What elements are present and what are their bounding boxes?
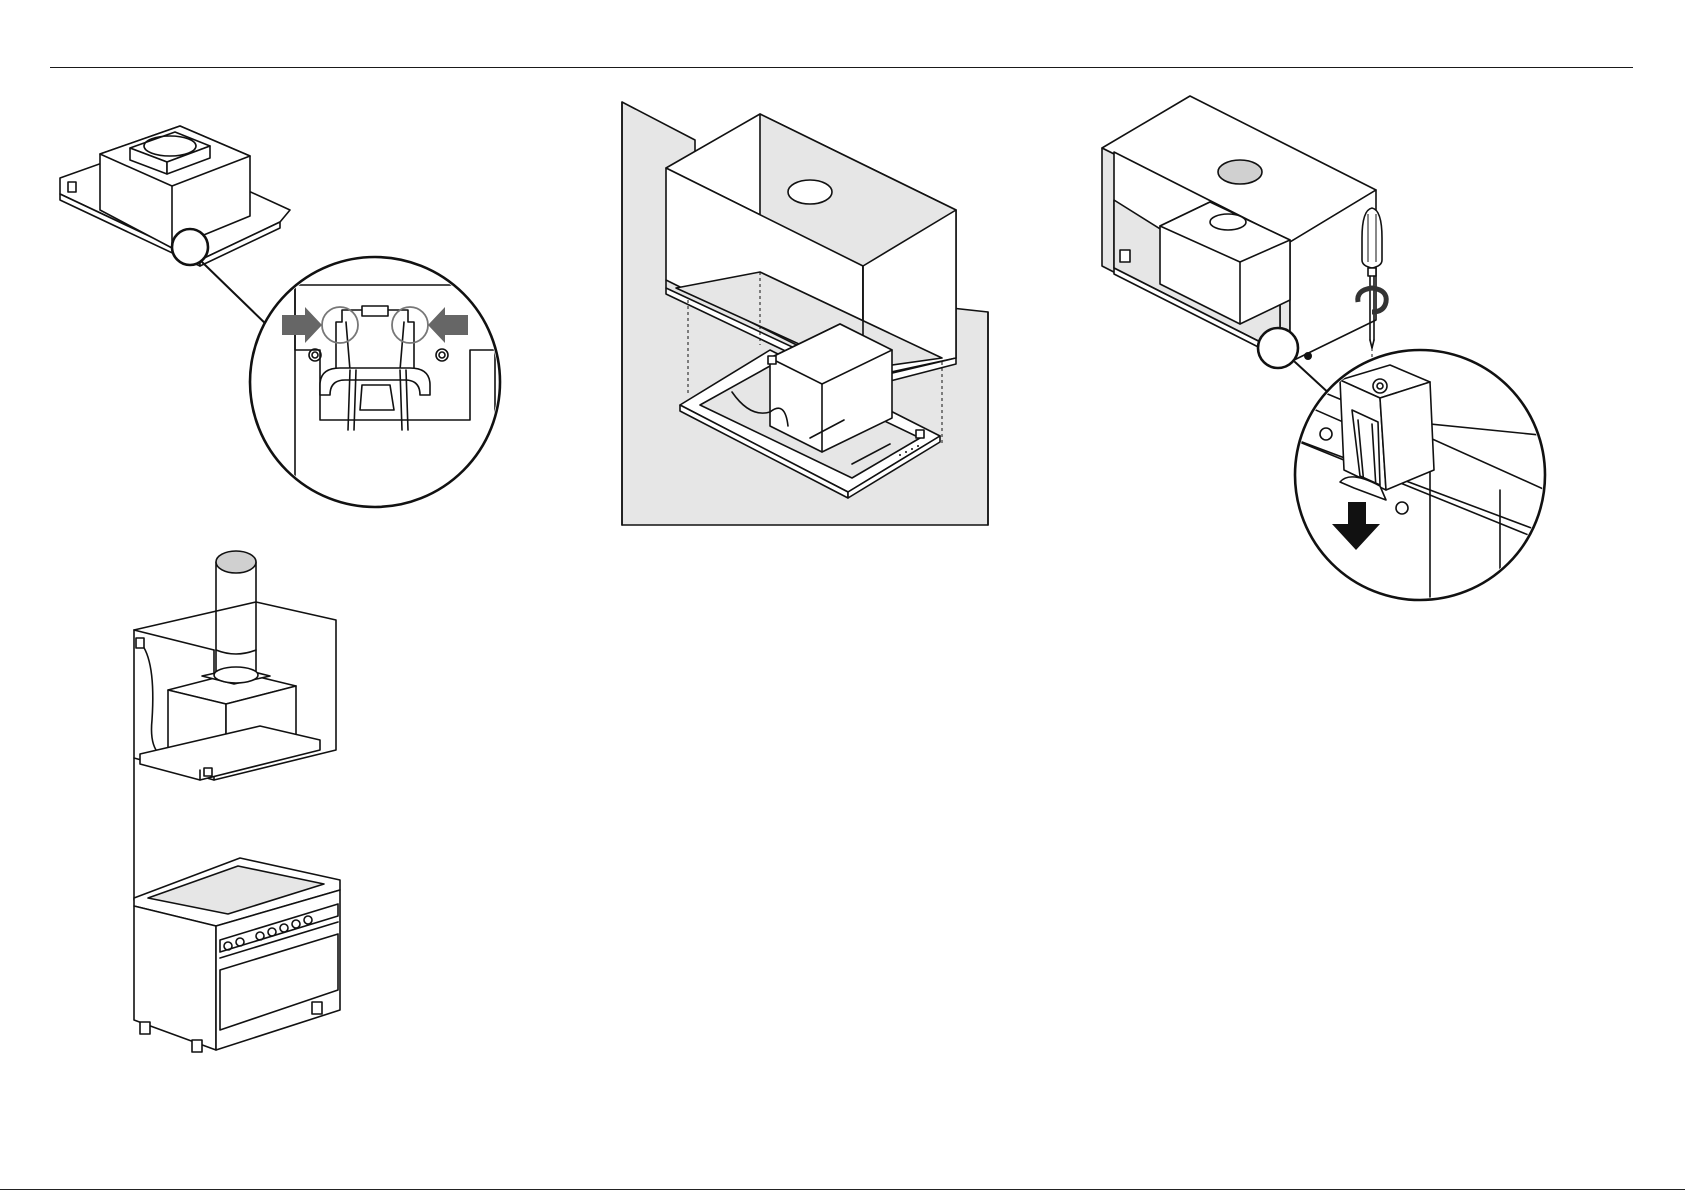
cabinet-screw-fix-detail xyxy=(1090,90,1590,610)
rangehood-duct-and-range-assembly xyxy=(120,540,360,1090)
cabinet-insert-installation xyxy=(620,100,990,530)
zoom-circle-icon xyxy=(1258,328,1298,368)
header-rule xyxy=(50,67,1633,68)
footer-rule xyxy=(0,1189,1685,1190)
zoom-circle-icon xyxy=(172,229,208,265)
rangehood-insert-clip-detail xyxy=(50,110,520,520)
